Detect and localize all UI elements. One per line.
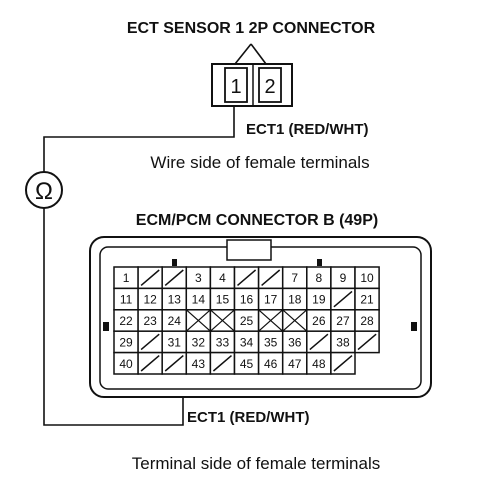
- ecm-terminal-number: 24: [168, 314, 182, 328]
- ecm-empty-cavity-mark: [164, 355, 184, 372]
- ecm-terminal-number: 1: [123, 271, 130, 285]
- ecm-empty-cavity-mark: [333, 355, 353, 372]
- ecm-view-caption: Terminal side of female terminals: [132, 454, 380, 473]
- ecm-wire-label: ECT1 (RED/WHT): [187, 409, 310, 426]
- ecm-right-key: [411, 322, 417, 331]
- sensor-connector-title: ECT SENSOR 1 2P CONNECTOR: [127, 20, 376, 37]
- ecm-terminal-number: 28: [360, 314, 374, 328]
- probe-wire-sensor: [43, 106, 235, 172]
- ecm-terminal-number: 32: [192, 335, 206, 349]
- ecm-terminal-number: 26: [312, 314, 326, 328]
- ecm-empty-cavity-mark: [357, 333, 377, 351]
- ecm-blocked-cavity-mark: [210, 309, 235, 332]
- ecm-terminal-number: 38: [336, 335, 350, 349]
- ecm-blocked-cavity-mark: [282, 309, 308, 332]
- ecm-terminal-number: 7: [291, 271, 298, 285]
- ecm-terminal-number: 22: [119, 314, 133, 328]
- ecm-empty-cavity-mark: [237, 269, 257, 286]
- sensor-pin-2-cell: [258, 67, 282, 103]
- ecm-terminal-number: 43: [192, 357, 206, 371]
- ecm-terminal-number: 29: [119, 335, 133, 349]
- ecm-terminal-number: 8: [316, 271, 323, 285]
- ecm-terminal-number: 46: [264, 357, 278, 371]
- ecm-terminal-number: 25: [240, 314, 254, 328]
- ecm-left-key: [103, 322, 109, 331]
- ecm-terminal-number: 47: [288, 357, 302, 371]
- sensor-pin-1-cell: [224, 67, 248, 103]
- ecm-terminal-number: 21: [360, 293, 374, 307]
- ecm-empty-cavity-mark: [140, 269, 160, 286]
- ecm-connector-title: ECM/PCM CONNECTOR B (49P): [136, 212, 378, 229]
- ecm-terminal-number: 40: [119, 357, 133, 371]
- sensor-pin-1: 1: [230, 76, 241, 98]
- sensor-harness-wires: [234, 43, 267, 65]
- ecm-terminal-number: 14: [192, 293, 206, 307]
- ecm-terminal-number: 9: [340, 271, 347, 285]
- ecm-empty-cavity-mark: [309, 333, 329, 351]
- ecm-empty-cavity-mark: [140, 333, 160, 351]
- ecm-empty-cavity-mark: [261, 269, 281, 286]
- sensor-view-caption: Wire side of female terminals: [150, 153, 369, 172]
- ecm-empty-cavity-mark: [212, 355, 232, 372]
- ecm-terminal-number: 34: [240, 335, 254, 349]
- ecm-empty-cavity-mark: [140, 355, 160, 372]
- ecm-terminal-number: 36: [288, 335, 302, 349]
- ecm-terminal-number: 18: [288, 293, 302, 307]
- sensor-pin-2: 2: [264, 76, 275, 98]
- ecm-terminal-number: 11: [120, 293, 133, 307]
- ecm-terminal-number: 10: [360, 271, 374, 285]
- ecm-grid-key: [317, 259, 322, 266]
- ecm-connector-latch: [226, 239, 272, 261]
- sensor-wire-label: ECT1 (RED/WHT): [246, 121, 369, 138]
- ohm-symbol: Ω: [35, 178, 53, 205]
- ecm-terminal-number: 31: [168, 335, 182, 349]
- ecm-empty-cavity-mark: [164, 269, 184, 286]
- ecm-terminal-number: 16: [240, 293, 254, 307]
- ecm-terminal-number: 23: [143, 314, 157, 328]
- ecm-terminal-number: 15: [216, 293, 230, 307]
- sensor-connector-body: 1 2: [211, 63, 293, 107]
- ecm-terminal-number: 33: [216, 335, 230, 349]
- ecm-terminal-number: 35: [264, 335, 278, 349]
- ecm-grid-key: [172, 259, 177, 266]
- ecm-terminal-number: 48: [312, 357, 326, 371]
- ecm-terminal-number: 3: [195, 271, 202, 285]
- ecm-terminal-number: 12: [143, 293, 157, 307]
- ecm-blocked-cavity-mark: [258, 309, 284, 332]
- ecm-terminal-number: 27: [336, 314, 350, 328]
- ecm-terminal-number: 17: [264, 293, 278, 307]
- ecm-terminal-number: 19: [312, 293, 326, 307]
- ecm-terminal-number: 45: [240, 357, 254, 371]
- ecm-terminal-number: 13: [168, 293, 182, 307]
- ecm-blocked-cavity-mark: [185, 309, 211, 332]
- ecm-empty-cavity-mark: [333, 290, 353, 308]
- ecm-terminal-number: 4: [219, 271, 226, 285]
